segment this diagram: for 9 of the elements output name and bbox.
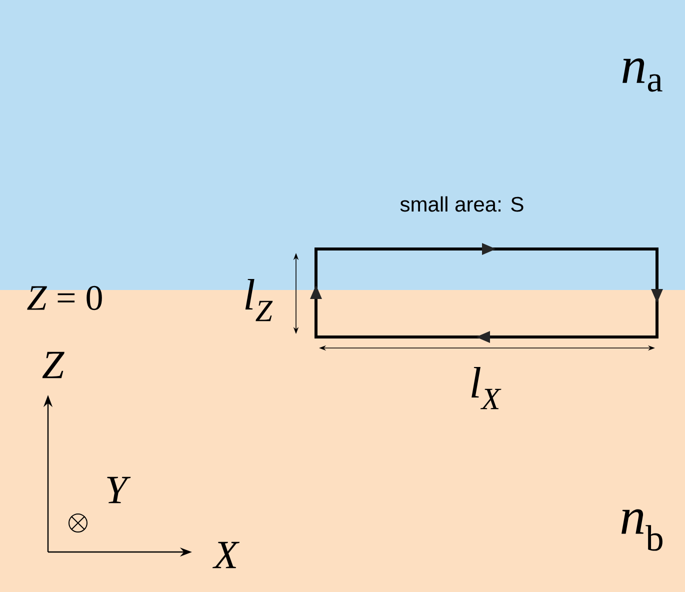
axis-label: Z [42, 352, 64, 378]
axis-label: X [212, 542, 240, 568]
boundary-label: Z = 0 [27, 286, 102, 310]
area-label: small area: S [400, 196, 524, 212]
axis-label: Y [107, 476, 131, 504]
dimension-label: l$_{X}$ [472, 366, 502, 410]
medium-index: n$_{a}$ [622, 58, 662, 92]
dimension-label: l$_{Z}$ [245, 278, 273, 322]
medium-index: n$_{b}$ [622, 509, 662, 551]
